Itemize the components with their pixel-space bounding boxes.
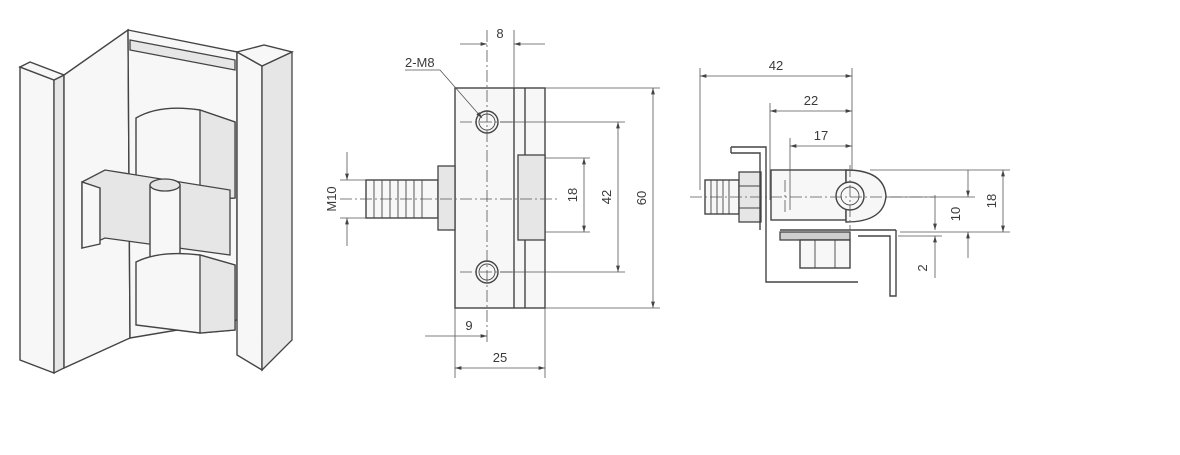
side-view: 42 22 17 18 10 2 xyxy=(690,58,1010,297)
dim-axis-10: 10 xyxy=(948,207,963,221)
dim-top-8: 8 xyxy=(496,26,503,41)
dim-middle-22: 22 xyxy=(804,93,818,108)
dim-offset-2: 2 xyxy=(915,264,930,271)
dim-overall-42: 42 xyxy=(769,58,783,73)
dim-inner-17: 17 xyxy=(814,128,828,143)
front-view: 8 2-M8 9 25 M10 18 42 60 xyxy=(324,26,660,378)
dim-mid-42: 42 xyxy=(599,190,614,204)
dim-bottom-25: 25 xyxy=(493,350,507,365)
dim-outer-60: 60 xyxy=(634,191,649,205)
isometric-view xyxy=(18,28,295,375)
dim-thread-m10: M10 xyxy=(324,186,339,211)
dim-inner-18: 18 xyxy=(565,188,580,202)
dim-height-18: 18 xyxy=(984,194,999,208)
dim-bottom-9: 9 xyxy=(465,318,472,333)
callout-2-m8: 2-M8 xyxy=(405,55,435,70)
